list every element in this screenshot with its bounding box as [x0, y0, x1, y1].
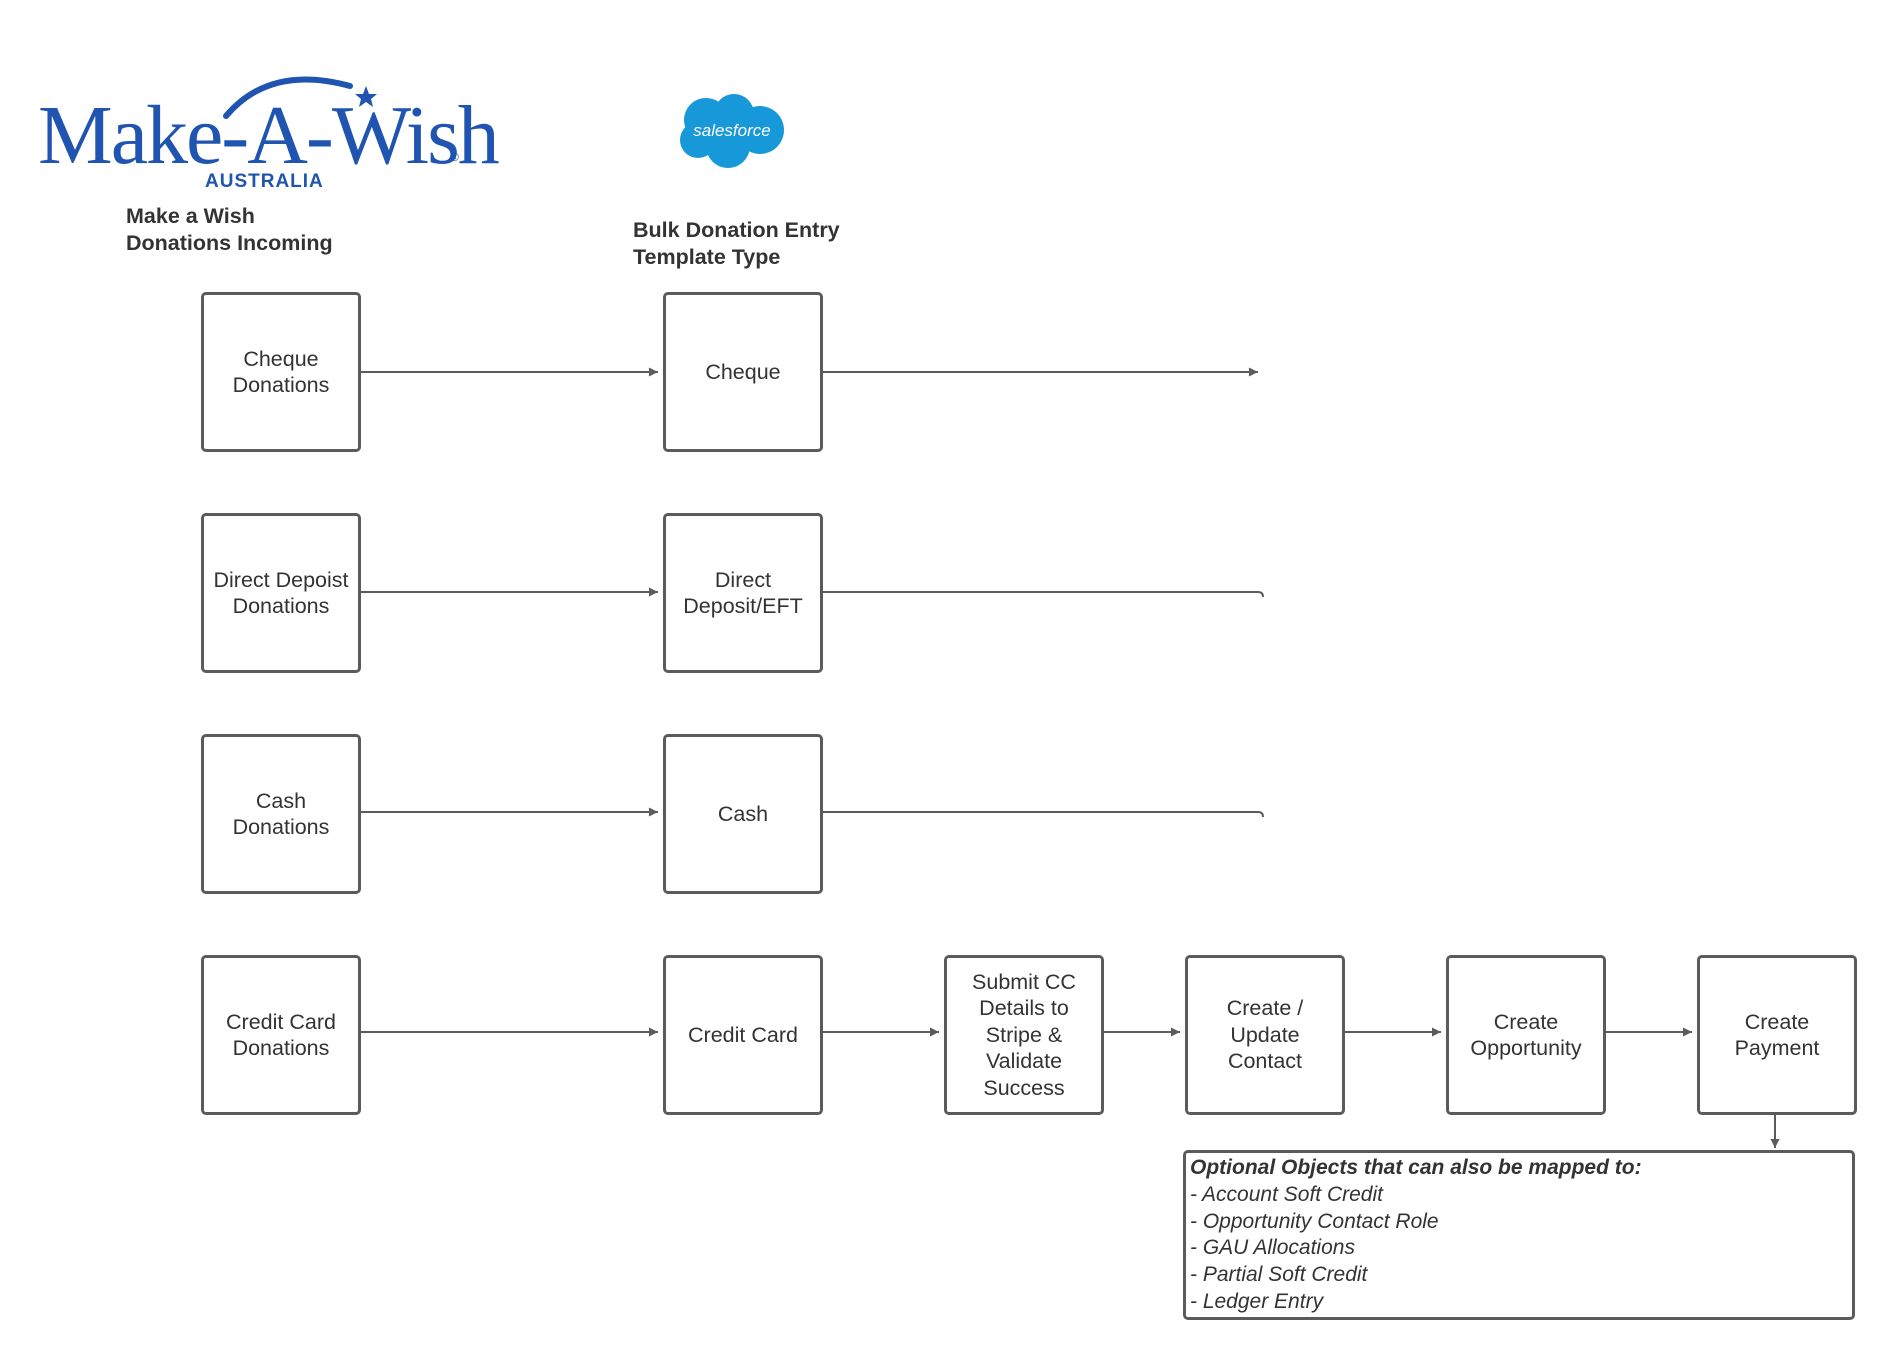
optional-item: - GAU Allocations: [1190, 1236, 1355, 1260]
node-create-opportunity[interactable]: Create Opportunity: [1446, 955, 1606, 1115]
salesforce-logo: salesforce: [676, 92, 788, 170]
node-label: Direct Deposit/EFT: [683, 567, 803, 619]
node-direct-deposit-donations[interactable]: Direct Depoist Donations: [201, 513, 361, 673]
node-cash-donations[interactable]: Cash Donations: [201, 734, 361, 894]
make-a-wish-region: AUSTRALIA: [205, 171, 324, 192]
edge-eft-to-create-contact: [823, 591, 1264, 598]
node-create-contact[interactable]: Create / Update Contact: [1185, 955, 1345, 1115]
optional-item: - Ledger Entry: [1190, 1289, 1324, 1313]
node-cash[interactable]: Cash: [663, 734, 823, 894]
node-label: Credit Card: [688, 1022, 798, 1047]
node-label: Cash Donations: [232, 788, 330, 840]
wish-swoosh-star-icon: [223, 76, 377, 119]
salesforce-wordmark: salesforce: [693, 121, 770, 140]
node-label: Credit Card Donations: [226, 1009, 336, 1061]
node-label: Direct Depoist Donations: [213, 567, 349, 619]
header-template-type: Bulk Donation Entry Template Type: [633, 218, 840, 269]
optional-objects-title: Optional Objects that can also be mapped…: [1190, 1156, 1642, 1179]
optional-item: - Account Soft Credit: [1190, 1182, 1383, 1206]
node-cheque[interactable]: Cheque: [663, 292, 823, 452]
node-credit-card[interactable]: Credit Card: [663, 955, 823, 1115]
node-label: Create / Update Contact: [1226, 996, 1304, 1074]
node-label: Create Opportunity: [1470, 1009, 1582, 1061]
node-credit-card-donations[interactable]: Credit Card Donations: [201, 955, 361, 1115]
salesforce-cloud-icon: salesforce: [680, 94, 784, 168]
node-label: Cheque Donations: [232, 346, 330, 398]
header-incoming: Make a Wish Donations Incoming: [126, 204, 333, 255]
registered-mark: ®: [450, 150, 459, 164]
optional-objects-box[interactable]: Optional Objects that can also be mapped…: [1183, 1150, 1855, 1320]
node-label: Submit CC Details to Stripe & Validate S…: [972, 969, 1076, 1100]
node-submit-cc[interactable]: Submit CC Details to Stripe & Validate S…: [944, 955, 1104, 1115]
node-create-payment[interactable]: Create Payment: [1697, 955, 1857, 1115]
node-label: Cheque: [705, 359, 781, 384]
node-cheque-donations[interactable]: Cheque Donations: [201, 292, 361, 452]
make-a-wish-logo: Make-A-Wish ® AUSTRALIA: [38, 64, 500, 194]
optional-item: - Opportunity Contact Role: [1190, 1209, 1439, 1233]
node-direct-deposit-eft[interactable]: Direct Deposit/EFT: [663, 513, 823, 673]
edge-cash-to-create-contact: [823, 811, 1264, 818]
node-label: Cash: [717, 801, 769, 826]
node-label: Create Payment: [1734, 1009, 1820, 1061]
optional-item: - Partial Soft Credit: [1190, 1263, 1368, 1287]
make-a-wish-wordmark: Make-A-Wish: [38, 89, 500, 182]
